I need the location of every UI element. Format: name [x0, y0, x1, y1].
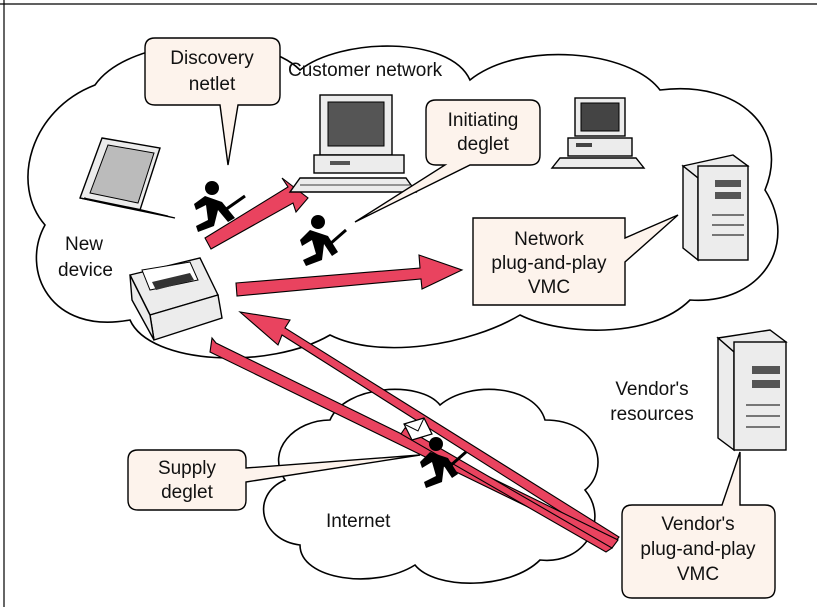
callout-vendor-vmc-line1: Vendor's: [661, 514, 734, 535]
running-figure-icon: [194, 181, 246, 232]
callout-network-vmc-line3: VMC: [528, 277, 570, 298]
callout-vendor-vmc: Vendor's plug-and-play VMC: [621, 451, 776, 599]
new-device-icon: [128, 257, 223, 341]
callout-discovery-netlet-line2: netlet: [189, 74, 236, 95]
label-new-device-line1: New: [65, 234, 103, 255]
internet-cloud: [262, 388, 599, 584]
callout-initiating-deglet: Initiating deglet: [354, 99, 541, 223]
envelope-icon: [403, 417, 433, 441]
running-figure-icon: [300, 215, 347, 266]
callout-network-vmc-line1: Network: [514, 229, 584, 250]
server-tower-icon: [681, 154, 750, 262]
callout-supply-deglet-line2: deglet: [161, 482, 213, 503]
arrow-device-to-computer: [204, 177, 309, 250]
callout-supply-deglet: Supply deglet: [127, 449, 421, 511]
callout-vendor-vmc-line2: plug-and-play: [640, 539, 756, 560]
callout-initiating-deglet-line2: deglet: [457, 134, 509, 155]
callout-network-vmc: Network plug-and-play VMC: [472, 214, 679, 306]
label-internet: Internet: [326, 511, 391, 532]
customer-network-cloud: [27, 42, 779, 359]
desktop-pc-icon: [550, 97, 646, 169]
callout-discovery-netlet-line1: Discovery: [170, 48, 254, 69]
label-vendors-resources-line2: resources: [610, 404, 693, 425]
arrow-device-to-network-vmc: [235, 254, 464, 297]
desktop-computer-icon: [288, 94, 418, 193]
arrow-envelope-band: [400, 427, 614, 553]
label-new-device-line2: device: [58, 260, 113, 281]
callout-vendor-vmc-line3: VMC: [677, 564, 719, 585]
callout-discovery-netlet: Discovery netlet: [144, 37, 281, 166]
label-customer-network: Customer network: [288, 60, 443, 81]
laptop-icon: [79, 137, 176, 219]
label-vendors-resources-line1: Vendor's: [615, 379, 688, 400]
callout-initiating-deglet-line1: Initiating: [448, 110, 519, 131]
running-figure-icon: [420, 437, 467, 488]
vendor-server-icon: [716, 329, 788, 452]
callout-network-vmc-line2: plug-and-play: [491, 253, 607, 274]
callout-supply-deglet-line1: Supply: [158, 458, 217, 479]
